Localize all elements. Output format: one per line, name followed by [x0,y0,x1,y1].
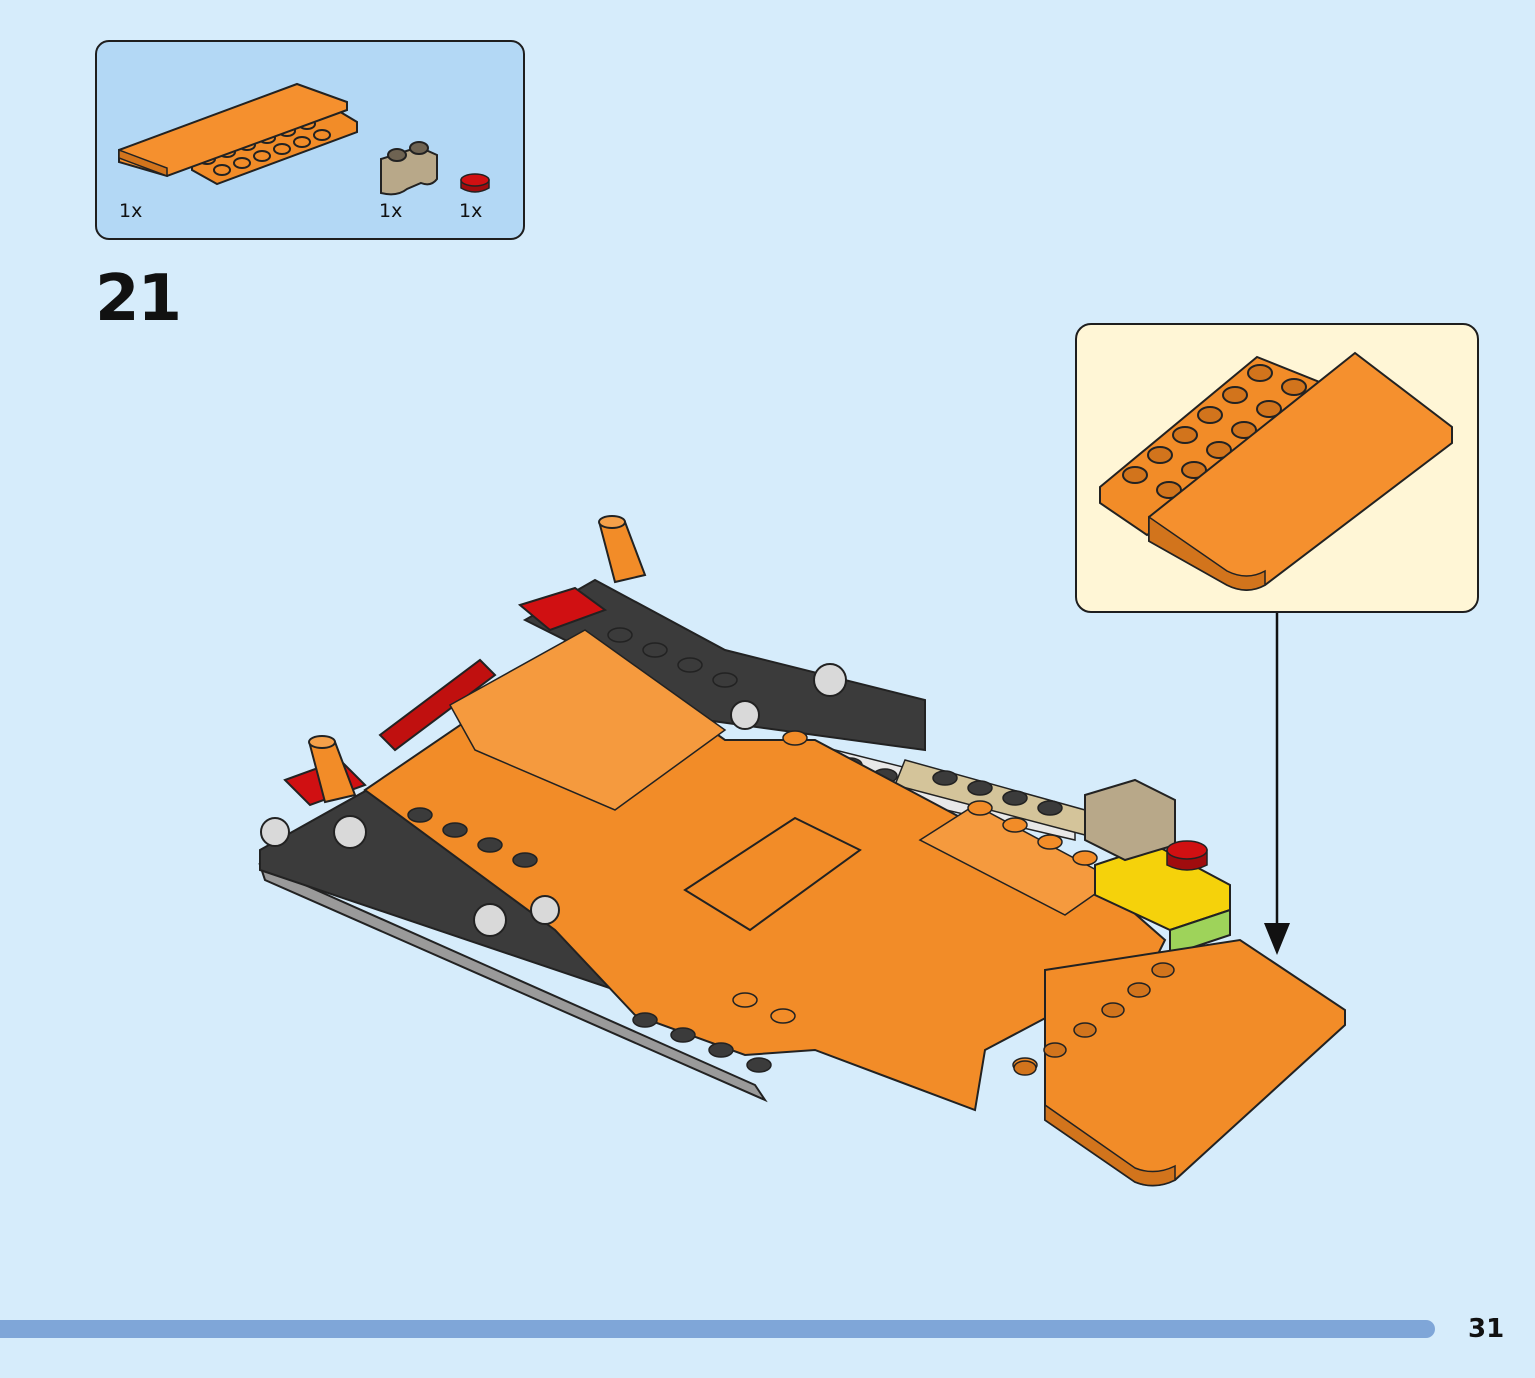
part-quantity: 1x [379,200,403,222]
part-quantity: 1x [459,200,483,222]
red-round-plate-icon [460,173,490,193]
model-assembly-illustration [258,515,1346,1187]
part-quantity: 1x [119,200,143,222]
page-number: 31 [1468,1314,1505,1344]
arrow-down-icon [1264,613,1290,955]
parts-list-box: 1x 1x 1x [95,40,525,240]
tan-brick-icon [380,141,438,196]
step-number: 21 [95,262,182,336]
footer-bar [0,1320,1435,1338]
orange-wedge-plate-icon [118,82,358,186]
orange-wedge-subassembly-icon [1099,351,1453,591]
sub-assembly-callout [1075,323,1479,613]
